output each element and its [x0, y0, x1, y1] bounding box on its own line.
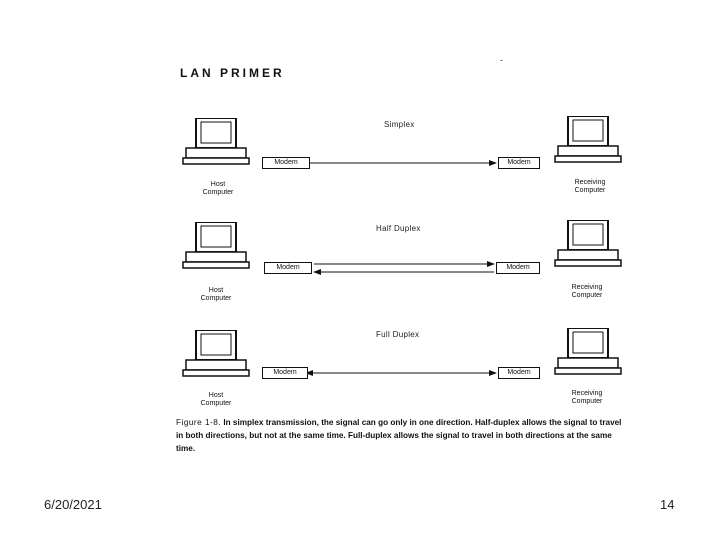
full-duplex-left-modem: Modem	[262, 367, 308, 379]
half-duplex-left-modem: Modem	[264, 262, 312, 274]
half-duplex-host-label: Host Computer	[200, 287, 232, 302]
figure-number: Figure 1-8.	[176, 418, 222, 427]
figure-caption: Figure 1-8. In simplex transmission, the…	[176, 416, 626, 455]
scan-speck: -	[500, 55, 503, 65]
scan-heading: LAN PRIMER	[180, 66, 285, 80]
host-computer-icon	[182, 118, 250, 165]
half-duplex-title: Half Duplex	[376, 224, 421, 233]
simplex-right-modem: Modem	[498, 157, 540, 169]
full-duplex-title: Full Duplex	[376, 330, 420, 339]
full-duplex-receiving-label: Receiving Computer	[571, 390, 603, 405]
simplex-receiving-label: Receiving Computer	[574, 179, 606, 194]
slide-page-number: 14	[660, 497, 675, 512]
host-computer-icon	[182, 222, 250, 269]
full-duplex-right-modem: Modem	[498, 367, 540, 379]
simplex-title: Simplex	[384, 120, 415, 129]
receiving-computer-icon	[554, 116, 622, 163]
full-duplex-host-label: Host Computer	[200, 392, 232, 407]
host-computer-icon	[182, 330, 250, 377]
figure-caption-text: In simplex transmission, the signal can …	[176, 418, 622, 453]
simplex-host-label: Host Computer	[202, 181, 234, 196]
receiving-computer-icon	[554, 328, 622, 375]
half-duplex-receiving-label: Receiving Computer	[571, 284, 603, 299]
simplex-left-modem: Modem	[262, 157, 310, 169]
receiving-computer-icon	[554, 220, 622, 267]
half-duplex-right-modem: Modem	[496, 262, 540, 274]
slide-date: 6/20/2021	[44, 497, 102, 512]
